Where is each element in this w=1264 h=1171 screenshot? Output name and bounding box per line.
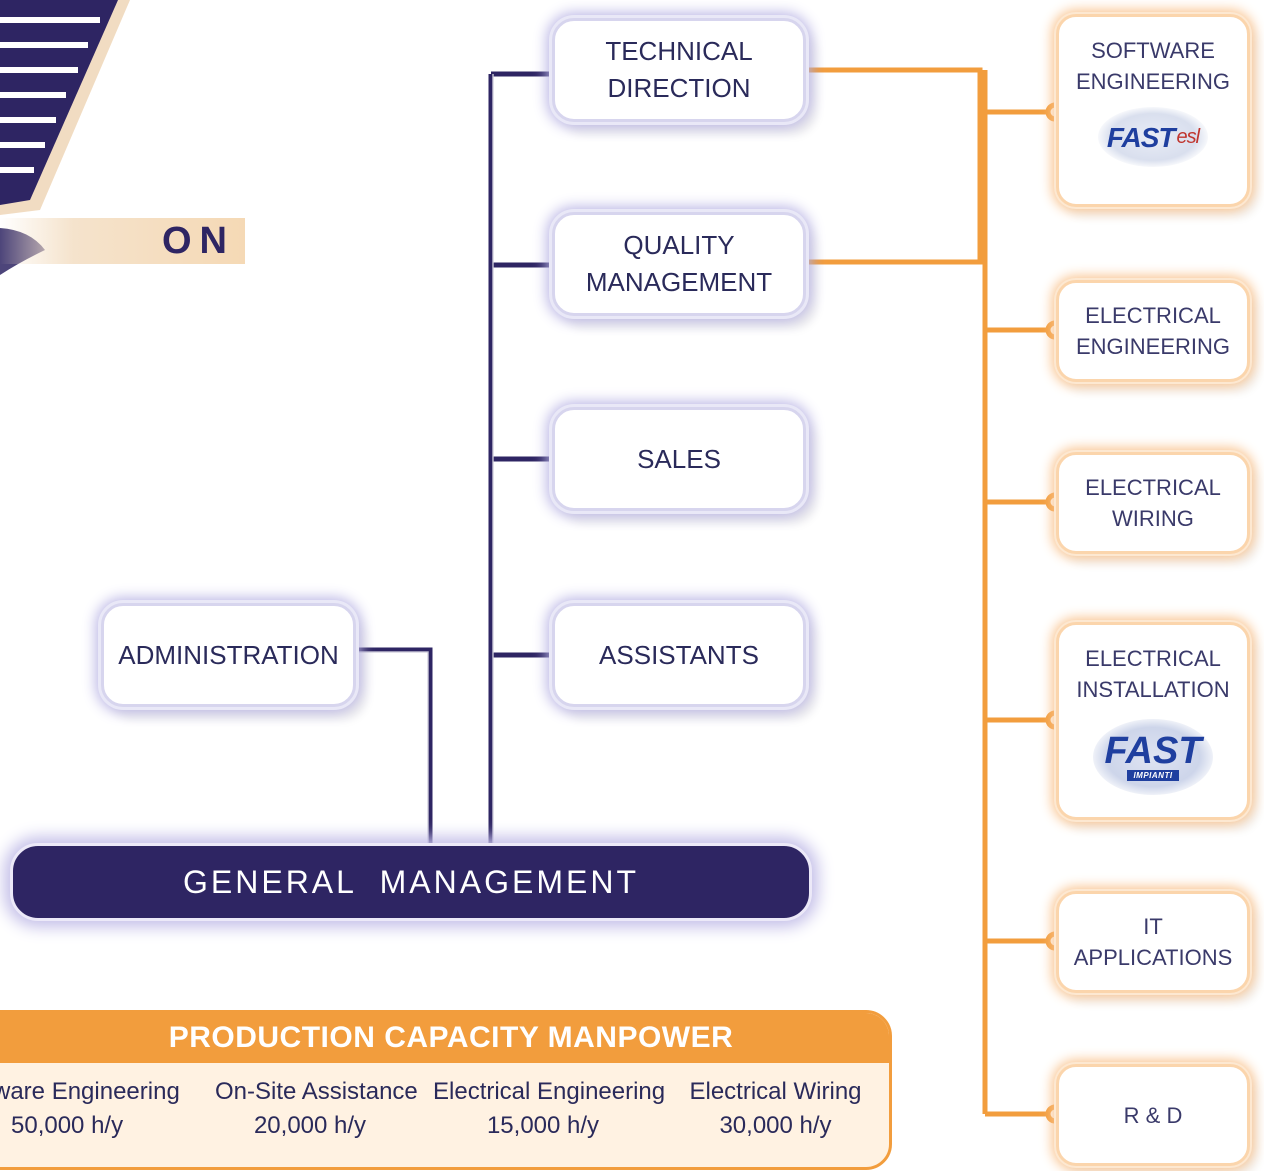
it-applications-label: IT APPLICATIONS — [1073, 914, 1233, 970]
electrical-installation-label: ELECTRICAL INSTALLATION — [1076, 646, 1230, 702]
production-capacity-panel: PRODUCTION CAPACITY MANPOWER ware Engine… — [0, 1010, 892, 1170]
fast-impianti-logo: FAST IMPIANTI — [1093, 719, 1213, 795]
electrical-installation-box: ELECTRICAL INSTALLATION FAST IMPIANTI — [1056, 622, 1250, 820]
rd-box: R & D — [1056, 1064, 1250, 1166]
general-management-label: GENERAL MANAGEMENT — [183, 863, 639, 900]
quality-management-label: QUALITY MANAGEMENT — [585, 230, 773, 297]
emblem-lettering: ON — [0, 218, 245, 264]
technical-direction-box: TECHNICAL DIRECTION — [552, 18, 806, 122]
software-engineering-label: SOFTWARE ENGINEERING — [1075, 38, 1231, 94]
production-capacity-title: PRODUCTION CAPACITY MANPOWER — [0, 1013, 889, 1063]
capacity-item-onsite: On-Site Assistance 20,000 h/y — [215, 1078, 418, 1139]
rd-label: R & D — [1123, 1102, 1183, 1128]
technical-direction-label: TECHNICAL DIRECTION — [605, 36, 753, 103]
capacity-item-electrical-engineering: Electrical Engineering 15,000 h/y — [433, 1078, 666, 1139]
capacity-item-software: ware Engineering 50,000 h/y — [0, 1078, 180, 1139]
electrical-engineering-label: ELECTRICAL ENGINEERING — [1075, 303, 1231, 359]
electrical-wiring-label: ELECTRICAL WIRING — [1085, 475, 1221, 531]
administration-label: ADMINISTRATION — [118, 639, 339, 670]
capacity-item-electrical-wiring: Electrical Wiring 30,000 h/y — [689, 1078, 862, 1139]
sales-label: SALES — [637, 443, 721, 474]
assistants-label: ASSISTANTS — [599, 639, 759, 670]
it-applications-box: IT APPLICATIONS — [1056, 891, 1250, 993]
navy-connectors — [356, 71, 552, 843]
orange-connectors — [806, 67, 1055, 1117]
general-management-bar: GENERAL MANAGEMENT — [10, 843, 812, 921]
sales-box: SALES — [552, 407, 806, 511]
administration-box: ADMINISTRATION — [101, 603, 356, 707]
quality-management-box: QUALITY MANAGEMENT — [552, 212, 806, 316]
assistants-box: ASSISTANTS — [552, 603, 806, 707]
electrical-engineering-box: ELECTRICAL ENGINEERING — [1056, 280, 1250, 382]
electrical-wiring-box: ELECTRICAL WIRING — [1056, 452, 1250, 554]
